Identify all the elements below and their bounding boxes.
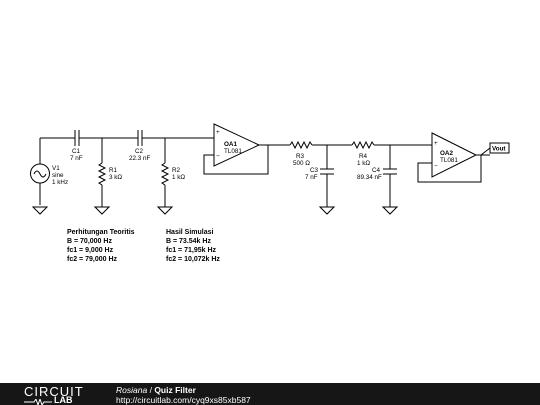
r2-name: R2 xyxy=(172,167,181,174)
circuit-title: Quiz Filter xyxy=(154,385,196,395)
r2-resistor[interactable]: R2 1 kΩ xyxy=(160,162,185,186)
sim-line: fc1 = 71,95k Hz xyxy=(166,247,217,254)
v1-sine-source[interactable]: V1 sine 1 kHz xyxy=(30,163,69,186)
ground-icon xyxy=(381,206,399,215)
circuitlab-logo[interactable]: CIRCUIT LAB xyxy=(24,384,96,405)
r1-value: 3 kΩ xyxy=(109,174,122,181)
oa2-minus: − xyxy=(434,163,438,170)
r3-name: R3 xyxy=(296,153,305,160)
ground-icon xyxy=(318,206,336,215)
logo-wave-icon xyxy=(24,399,52,405)
oa1-minus: − xyxy=(216,153,220,160)
v1-type: sine xyxy=(52,172,64,179)
c4-value: 89.34 nF xyxy=(357,174,382,181)
oa2-model: TL081 xyxy=(440,157,458,164)
c3-name: C3 xyxy=(310,167,319,174)
author-link[interactable]: Rosiana xyxy=(116,385,148,395)
oa1-model: TL081 xyxy=(224,148,242,155)
c2-value: 22.3 nF xyxy=(129,155,151,162)
oa2-plus: + xyxy=(434,140,438,147)
theory-line: fc2 = 79,000 Hz xyxy=(67,256,118,263)
byline-separator: / xyxy=(149,385,152,395)
byline: Rosiana / Quiz Filter xyxy=(116,385,196,395)
wires xyxy=(39,137,491,207)
c1-capacitor[interactable]: C1 7 nF xyxy=(70,130,83,162)
vout-terminal[interactable]: Vout xyxy=(489,142,510,154)
c2-capacitor[interactable]: C2 22.3 nF xyxy=(129,130,151,162)
ground-icon xyxy=(93,206,111,215)
r3-resistor[interactable]: R3 500 Ω xyxy=(289,140,313,167)
theory-annotation: Perhitungan Teoritis B = 70,000 Hz fc1 =… xyxy=(67,229,135,263)
r4-value: 1 kΩ xyxy=(357,160,370,167)
r1-resistor[interactable]: R1 3 kΩ xyxy=(97,162,122,186)
sim-line: B = 73.54k Hz xyxy=(166,238,211,245)
oa1-opamp[interactable]: + − OA1 TL081 xyxy=(213,123,261,167)
sim-annotation: Hasil Simulasi B = 73.54k Hz fc1 = 71,95… xyxy=(166,229,220,263)
sim-title: Hasil Simulasi xyxy=(166,229,214,236)
footer-bar: CIRCUIT LAB Rosiana / Quiz Filter http:/… xyxy=(0,383,540,405)
theory-title: Perhitungan Teoritis xyxy=(67,229,135,236)
theory-line: B = 70,000 Hz xyxy=(67,238,112,245)
c3-capacitor[interactable]: C3 7 nF xyxy=(305,167,334,181)
sim-line: fc2 = 10,072k Hz xyxy=(166,256,220,263)
c3-value: 7 nF xyxy=(305,174,318,181)
c2-name: C2 xyxy=(135,148,144,155)
c1-name: C1 xyxy=(72,148,81,155)
c4-name: C4 xyxy=(372,167,381,174)
logo-text-top: CIRCUIT xyxy=(24,384,84,399)
c4-capacitor[interactable]: C4 89.34 nF xyxy=(357,167,397,181)
circuit-url[interactable]: http://circuitlab.com/cyq9xs85xb587 xyxy=(116,395,251,405)
vout-label: Vout xyxy=(492,146,506,153)
v1-name: V1 xyxy=(52,165,60,172)
c1-value: 7 nF xyxy=(70,155,83,162)
logo-text-bottom: LAB xyxy=(54,395,73,405)
r4-name: R4 xyxy=(359,153,368,160)
r2-value: 1 kΩ xyxy=(172,174,185,181)
ground-icon xyxy=(156,206,174,215)
theory-line: fc1 = 9,000 Hz xyxy=(67,247,114,254)
oa1-plus: + xyxy=(216,129,220,136)
schematic-canvas: V1 sine 1 kHz C1 7 nF C2 22.3 nF R1 3 kΩ… xyxy=(30,123,510,263)
oa1-name: OA1 xyxy=(224,141,237,148)
r3-value: 500 Ω xyxy=(293,160,310,167)
r4-resistor[interactable]: R4 1 kΩ xyxy=(351,140,375,167)
ground-icon xyxy=(31,206,49,215)
oa2-opamp[interactable]: + − OA2 TL081 xyxy=(431,132,478,178)
r1-name: R1 xyxy=(109,167,118,174)
oa2-name: OA2 xyxy=(440,150,453,157)
v1-freq: 1 kHz xyxy=(52,179,68,186)
